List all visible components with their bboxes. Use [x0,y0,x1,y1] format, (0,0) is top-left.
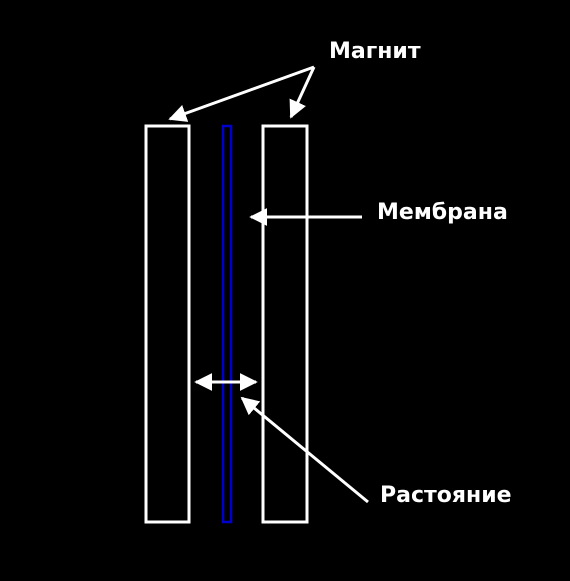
membrane-label: Мембрана [377,200,508,225]
magnet-arrow-right [289,66,316,119]
membrane [221,124,233,524]
magnet-label: Магнит [329,39,421,64]
left-magnet [144,124,191,524]
distance-label: Растояние [380,483,512,508]
magnet-arrow-left [168,65,315,122]
right-magnet [261,124,309,524]
distance-arrow [240,396,369,504]
